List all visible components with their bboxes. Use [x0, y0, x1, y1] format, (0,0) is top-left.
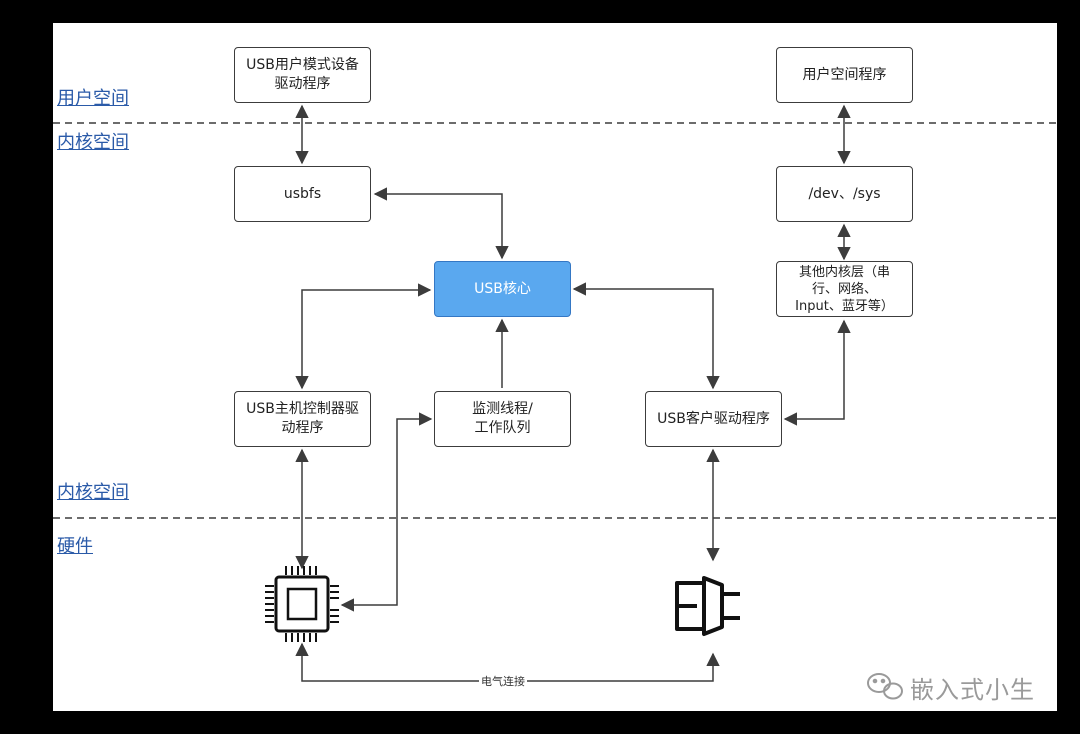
node-user-program[interactable]: 用户空间程序 [776, 47, 913, 103]
node-client-driver[interactable]: USB客户驱动程序 [645, 391, 782, 447]
node-usbfs[interactable]: usbfs [234, 166, 371, 222]
node-other-kernel-layers[interactable]: 其他内核层（串 行、网络、 Input、蓝牙等） [776, 261, 913, 317]
node-dev-sys[interactable]: /dev、/sys [776, 166, 913, 222]
edge-core-hostdriver [295, 283, 432, 390]
edge-label-electrical-connection: 电气连接 [479, 675, 527, 688]
edge-chip-monitor [340, 412, 433, 612]
zone-label-user-space: 用户空间 [57, 88, 129, 109]
watermark: 嵌入式小生 [910, 670, 1035, 705]
watermark-text: 嵌入式小生 [910, 676, 1035, 704]
zone-label-hardware: 硬件 [57, 536, 93, 557]
zone-label-kernel-space-top: 内核空间 [57, 132, 129, 153]
diagram-canvas [53, 23, 1057, 711]
zone-label-kernel-space-bottom: 内核空间 [57, 482, 129, 503]
plug-icon [675, 576, 740, 636]
node-monitor-thread[interactable]: 监测线程/ 工作队列 [434, 391, 571, 447]
edge-core-clientdriver [572, 282, 720, 390]
node-usb-core[interactable]: USB核心 [434, 261, 571, 317]
node-host-controller-driver[interactable]: USB主机控制器驱 动程序 [234, 391, 371, 447]
chip-icon [265, 566, 339, 642]
node-usb-user-driver[interactable]: USB用户模式设备 驱动程序 [234, 47, 371, 103]
edge-client-otherlayers [783, 319, 851, 426]
edge-usbfs-core [373, 187, 509, 260]
wechat-icon [867, 673, 903, 700]
